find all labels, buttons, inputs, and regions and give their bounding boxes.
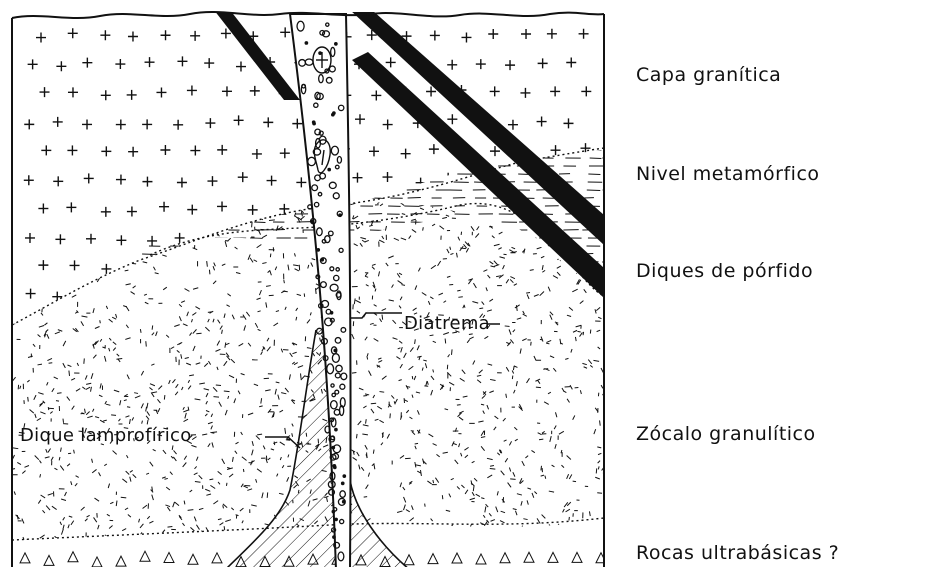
legend-granulite-basement: Zócalo granulítico bbox=[636, 425, 816, 444]
dique-callout: Dique lamprofírico bbox=[20, 425, 300, 448]
svg-text:Diatrema: Diatrema bbox=[404, 313, 490, 334]
lamprophyre-dyke bbox=[225, 330, 410, 567]
svg-text:Dique lamprofírico: Dique lamprofírico bbox=[20, 425, 192, 446]
legend-porphyry-dykes: Diques de pórfido bbox=[636, 262, 813, 281]
porphyry-dyke-3 bbox=[352, 52, 604, 298]
legend-metamorphic-level: Nivel metamórfico bbox=[636, 165, 820, 184]
legend-granite-layer: Capa granítica bbox=[636, 66, 781, 85]
legend-ultrabasic-rocks: Rocas ultrabásicas ? bbox=[636, 544, 839, 563]
